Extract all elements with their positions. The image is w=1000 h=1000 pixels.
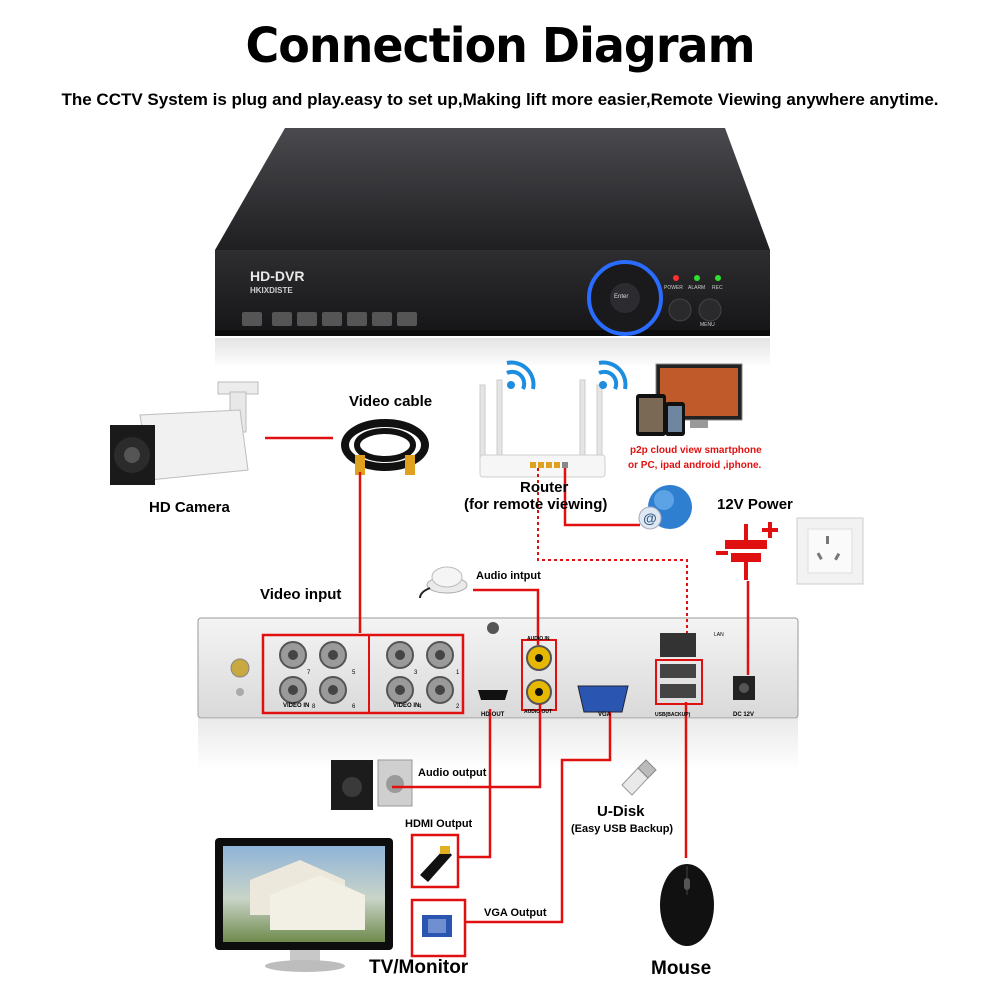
- vga-output-label: VGA Output: [484, 907, 547, 919]
- rear-dc: DC 12V: [733, 712, 755, 718]
- hdmi-port: [478, 690, 508, 700]
- remote-devices-image: [636, 363, 743, 436]
- led-label-alarm: ALARM: [688, 285, 706, 291]
- channel-number: 2: [456, 704, 460, 710]
- mouse-label: Mouse: [651, 958, 712, 979]
- svg-text:@: @: [643, 510, 657, 526]
- audio-input-label: Audio intput: [476, 570, 541, 582]
- p2p-note-line1: p2p cloud view smartphone: [630, 445, 762, 456]
- wall-socket-image: [796, 517, 864, 585]
- channel-number: 5: [352, 670, 356, 676]
- dvr-enter-label: Enter: [614, 294, 629, 300]
- connection-lines: [265, 436, 750, 924]
- menu-label: MENU: [700, 322, 715, 328]
- power-label: 12V Power: [717, 496, 793, 513]
- usb-port: [660, 664, 696, 678]
- vga-port: [577, 685, 629, 713]
- rear-video-in-left: VIDEO IN: [283, 703, 310, 709]
- led-label-rec: REC: [712, 285, 723, 291]
- rear-vga: VGA: [598, 712, 612, 718]
- page-title: Connection Diagram: [245, 16, 755, 74]
- lan-port: [660, 633, 696, 657]
- menu-button: [698, 298, 722, 322]
- channel-number: 7: [307, 670, 311, 676]
- dvr-rear-panel: [197, 617, 799, 770]
- dvr-unit: [215, 128, 770, 368]
- microphone-image: [419, 566, 468, 599]
- dvr-model: HKIXDISTE: [250, 286, 293, 295]
- channel-number: 3: [414, 670, 418, 676]
- tv-monitor-image: [215, 838, 393, 972]
- rear-usb: USB(BACKUP): [655, 712, 691, 718]
- rear-video-in-right: VIDEO IN: [393, 703, 420, 709]
- channel-number: 6: [352, 704, 356, 710]
- usb-port: [660, 684, 696, 698]
- hdmi-output-label: HDMI Output: [405, 818, 473, 830]
- power-symbol: [716, 522, 778, 580]
- bnc-connectors: [279, 641, 454, 704]
- dvr-brand: HD-DVR: [250, 268, 305, 284]
- alarm-led: [694, 275, 700, 281]
- wifi-icon: [598, 360, 628, 390]
- hdmi-cable-image: [410, 833, 460, 889]
- mouse-image: [660, 864, 714, 946]
- hd-camera-image: [110, 381, 259, 485]
- hd-camera-label: HD Camera: [149, 499, 230, 516]
- video-cable-label: Video cable: [349, 393, 433, 410]
- page-subtitle: The CCTV System is plug and play.easy to…: [61, 90, 939, 109]
- rear-lan: LAN: [714, 632, 724, 638]
- channel-number: 4: [418, 704, 422, 710]
- tv-monitor-label: TV/Monitor: [369, 957, 469, 978]
- udisk-label: U-Disk: [597, 803, 645, 820]
- led-label-power: POWER: [664, 285, 683, 291]
- ir-button: [668, 298, 692, 322]
- dvr-front-buttons: [242, 312, 417, 326]
- channel-number: 1: [456, 670, 460, 676]
- channel-number: 8: [312, 704, 316, 710]
- rear-hd-out: HD-OUT: [481, 712, 505, 718]
- power-led: [673, 275, 679, 281]
- rear-audio-in: AUDIO IN: [527, 636, 550, 642]
- wifi-icon: [506, 360, 536, 390]
- video-cable-image: [341, 419, 429, 475]
- speakers-image: [331, 759, 413, 810]
- audio-output-label: Audio output: [418, 767, 487, 779]
- vga-cable-image: [410, 898, 467, 958]
- rec-led: [715, 275, 721, 281]
- video-input-highlight: [261, 633, 465, 715]
- router-note: (for remote viewing): [464, 496, 608, 513]
- udisk-note: (Easy USB Backup): [571, 823, 674, 835]
- rear-audio-out: AUDIO OUT: [524, 709, 553, 715]
- router-image: [479, 379, 606, 478]
- video-input-label: Video input: [260, 586, 342, 603]
- p2p-note-line2: or PC, ipad android ,iphone.: [628, 460, 762, 471]
- router-label: Router: [520, 479, 569, 496]
- usb-drive-image: [621, 759, 657, 796]
- lan-dotted-line: [537, 468, 688, 633]
- globe-email-icon: @: [638, 485, 692, 530]
